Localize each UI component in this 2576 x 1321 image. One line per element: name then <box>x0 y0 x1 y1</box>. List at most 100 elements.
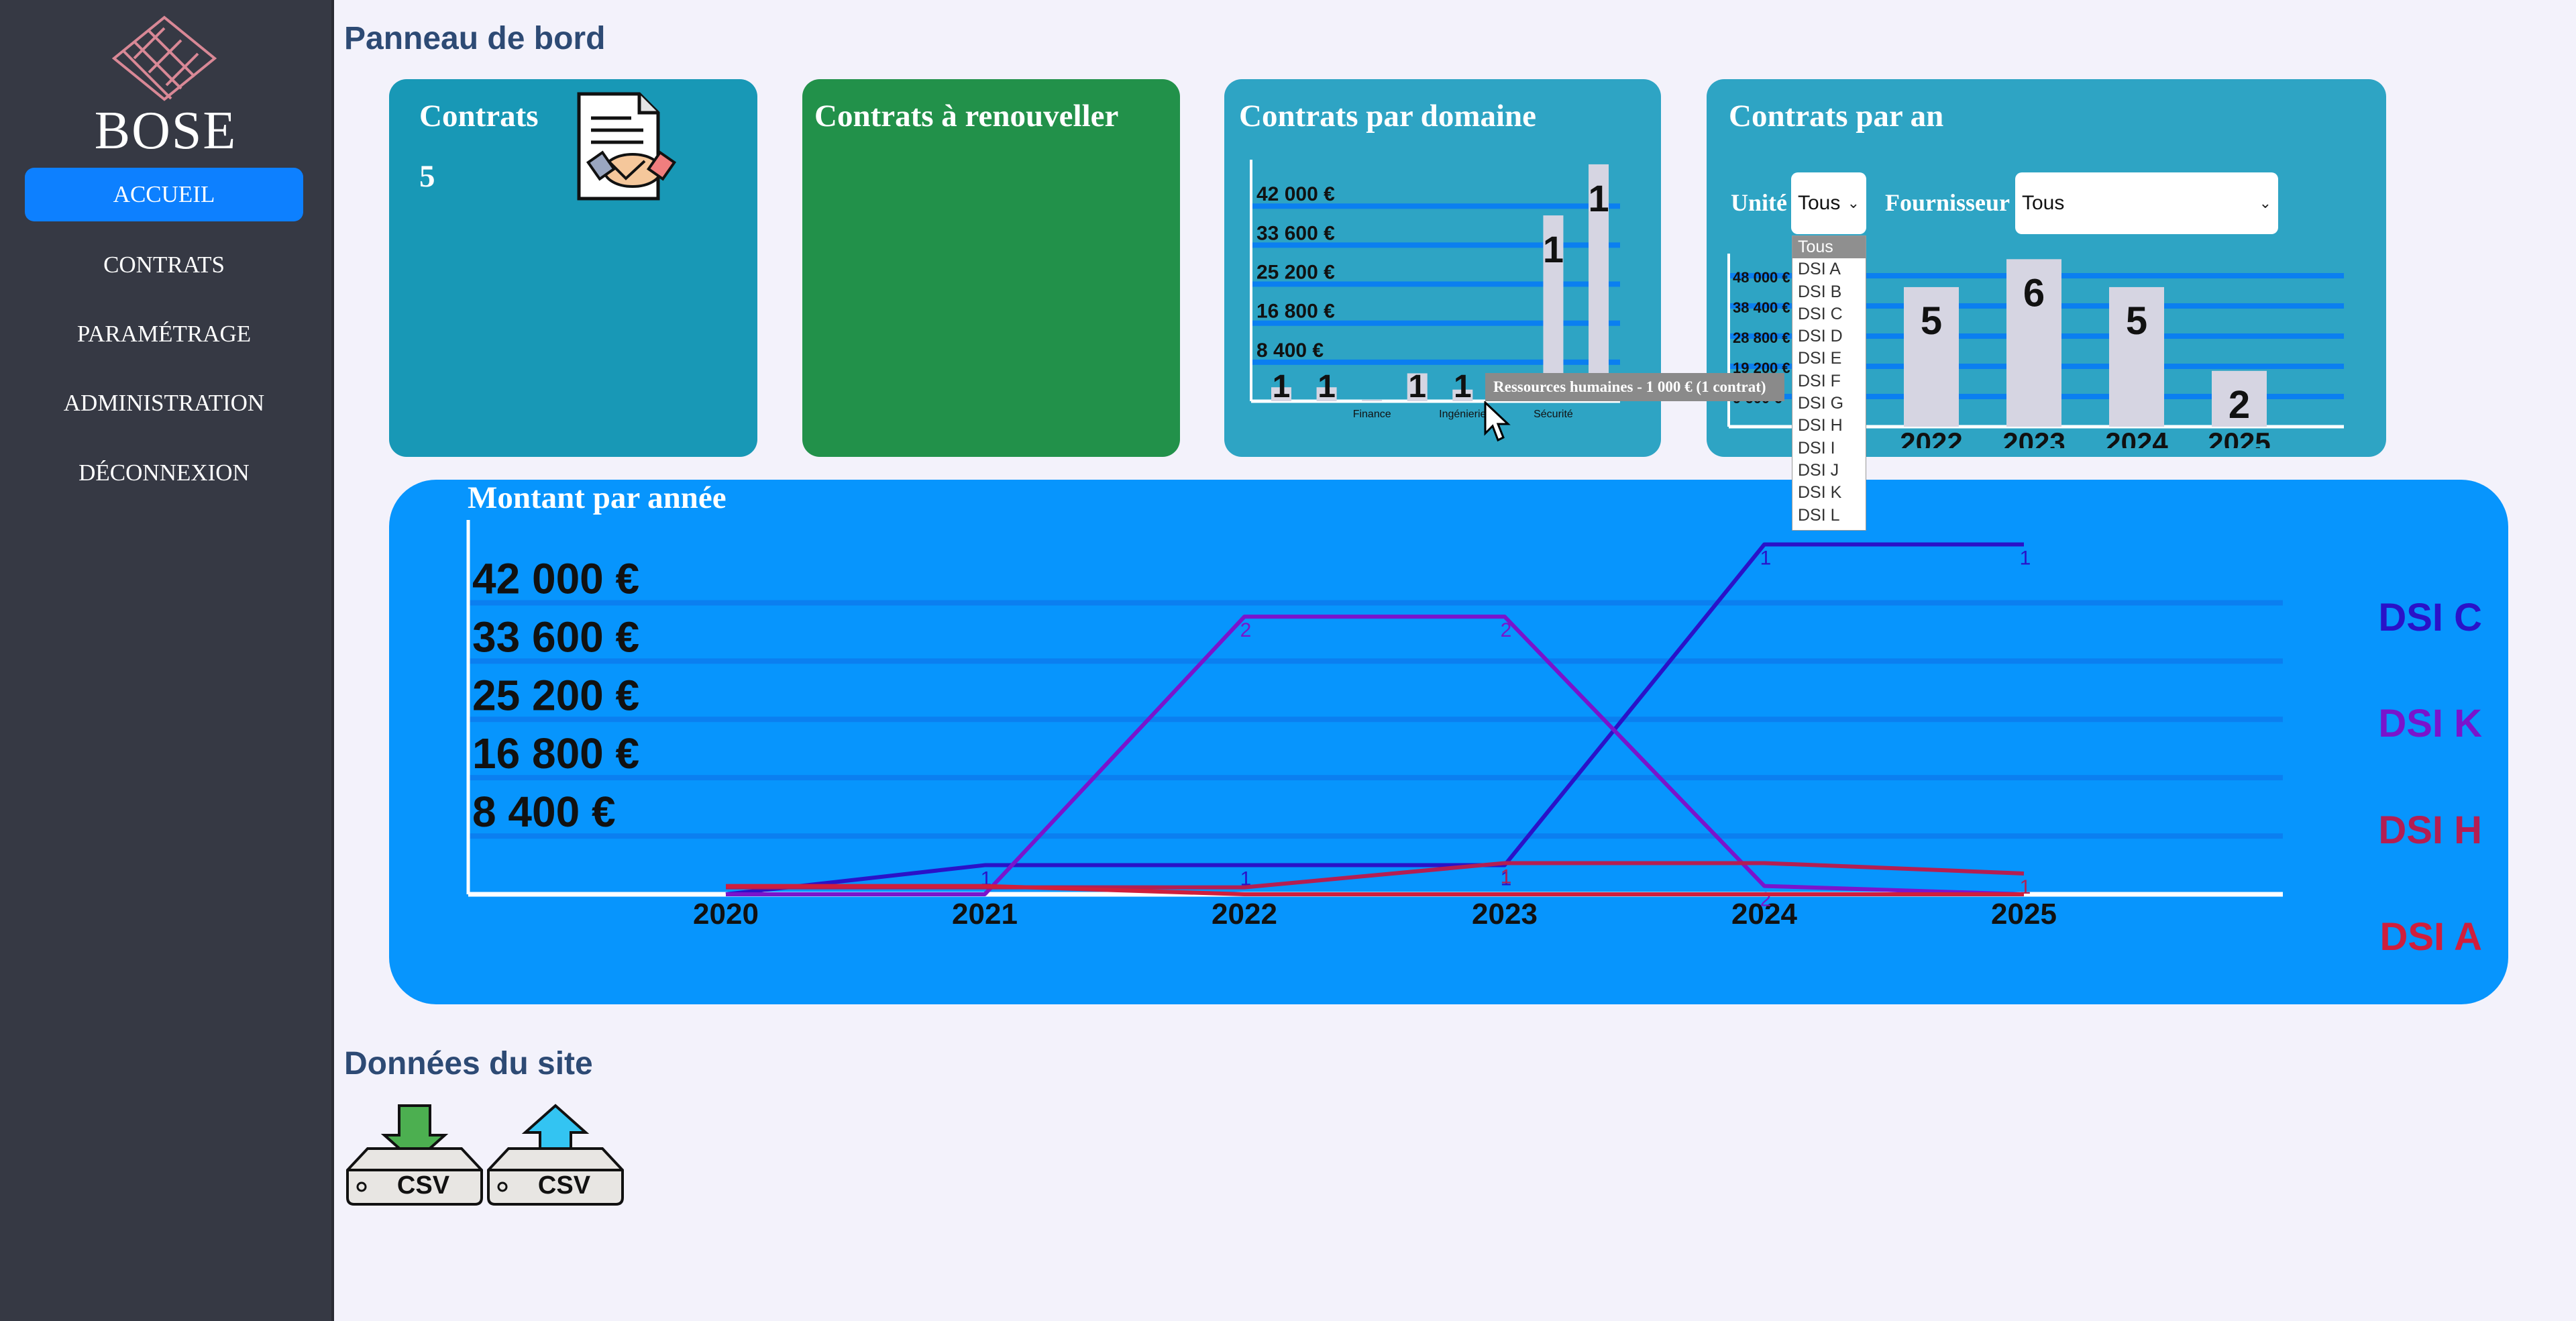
y-tick-label: 16 800 € <box>472 729 639 778</box>
x-tick-label: 2025 <box>2208 427 2270 448</box>
bar <box>2006 259 2061 427</box>
an-bar-chart: 9 600 €19 200 €28 800 €38 400 €48 000 €5… <box>1727 254 2344 448</box>
sidebar: BOSE ACCUEIL CONTRATS PARAMÉTRAGE ADMINI… <box>0 0 334 1321</box>
x-tick-label: 2021 <box>952 898 1018 931</box>
y-tick-label: 38 400 € <box>1733 299 1790 316</box>
csv-upload-label: CSV <box>537 1171 591 1200</box>
nav-deconnexion[interactable]: DÉCONNEXION <box>78 460 250 486</box>
domaine-card-title: Contrats par domaine <box>1239 99 1537 134</box>
fournisseur-select[interactable]: Tous ⌄ <box>2015 172 2278 234</box>
contrats-count: 5 <box>419 159 435 194</box>
y-tick-label: 33 600 € <box>472 613 639 661</box>
unite-option[interactable]: DSI L <box>1798 505 1840 525</box>
series-line <box>725 542 2024 896</box>
montant-card: Montant par année 8 400 €16 800 €25 200 … <box>389 480 2508 1004</box>
unite-option[interactable]: DSI G <box>1798 394 1844 413</box>
legend-entry: DSI A <box>2379 915 2482 959</box>
page-title: Panneau de bord <box>344 21 606 56</box>
nav-administration[interactable]: ADMINISTRATION <box>63 390 265 416</box>
bar <box>1316 387 1337 401</box>
x-tick-label: Finance <box>1353 409 1391 420</box>
x-tick-label: Sécurité <box>1534 409 1573 420</box>
data-label: 5 <box>2126 299 2147 343</box>
y-tick-label: 33 600 € <box>1256 222 1335 244</box>
chart-tooltip: Ressources humaines - 1 000 € (1 contrat… <box>1485 373 1784 401</box>
bar <box>1407 373 1428 401</box>
legend-entry: DSI C <box>2378 596 2482 639</box>
nav-accueil[interactable]: ACCUEIL <box>25 168 303 221</box>
fournisseur-label: Fournisseur <box>1885 189 2010 216</box>
y-tick-label: 42 000 € <box>1256 183 1335 205</box>
y-tick-label: 25 200 € <box>1256 262 1335 284</box>
point-label: 2 <box>1501 619 1512 641</box>
contrats-card[interactable]: Contrats 5 <box>389 79 757 457</box>
montant-card-title: Montant par année <box>468 480 727 515</box>
unite-option[interactable]: DSI E <box>1798 349 1842 368</box>
data-label: 1 <box>1543 228 1564 270</box>
bar <box>1904 286 1959 427</box>
point-label: 1 <box>1760 547 1772 570</box>
legend-entry: DSI H <box>2378 808 2482 852</box>
mouse-cursor-icon <box>1484 401 1511 442</box>
data-label: 2 <box>2229 383 2250 427</box>
data-label: 6 <box>2023 271 2045 315</box>
bar <box>1271 387 1291 401</box>
unite-select-value: Tous <box>1798 192 1841 214</box>
series-line <box>726 884 2024 896</box>
x-tick-label: 2020 <box>693 898 759 931</box>
site-data-title: Données du site <box>344 1046 593 1081</box>
y-tick-label: 42 000 € <box>472 554 639 602</box>
csv-download-button[interactable]: CSV <box>344 1100 485 1208</box>
x-tick-label: Ingénierie <box>1439 409 1486 420</box>
domaine-bar-chart: 8 400 €16 800 €25 200 €33 600 €42 000 €1… <box>1250 160 1620 420</box>
unite-option[interactable]: Tous <box>1792 236 1866 259</box>
x-tick-label: 2022 <box>1212 898 1277 931</box>
bar <box>1589 164 1609 401</box>
nav-parametrage[interactable]: PARAMÉTRAGE <box>76 321 252 347</box>
unite-option[interactable]: DSI A <box>1798 260 1841 279</box>
point-label: 1 <box>1240 868 1252 890</box>
unite-option[interactable]: DSI D <box>1798 327 1843 346</box>
bar <box>2212 370 2267 427</box>
nav-contrats[interactable]: CONTRATS <box>103 252 225 278</box>
unite-option[interactable]: DSI H <box>1798 416 1843 435</box>
x-tick-label: 2023 <box>2002 427 2065 448</box>
legend-entry: DSI K <box>2378 702 2482 745</box>
data-label: 1 <box>1318 369 1336 405</box>
point-label: 2 <box>1760 889 1772 911</box>
x-tick-label: 2025 <box>1991 898 2057 931</box>
unite-option[interactable]: DSI J <box>1798 460 1839 480</box>
y-tick-label: 25 200 € <box>472 671 639 719</box>
y-tick-label: 16 800 € <box>1256 301 1335 323</box>
chevron-down-icon: ⌄ <box>2259 195 2271 211</box>
point-label: 1 <box>2020 547 2031 570</box>
renouveler-card[interactable]: Contrats à renouveller <box>802 79 1180 457</box>
chevron-down-icon: ⌄ <box>1847 195 1860 211</box>
bar <box>1543 215 1564 401</box>
bar <box>2109 286 2164 427</box>
unite-option[interactable]: DSI B <box>1798 282 1842 301</box>
unite-option[interactable]: DSI C <box>1798 304 1843 323</box>
renouveler-card-title: Contrats à renouveller <box>814 99 1119 134</box>
unite-option[interactable]: DSI I <box>1798 438 1835 458</box>
data-label: 1 <box>1273 369 1291 405</box>
x-tick-label: 2023 <box>1472 898 1538 931</box>
unite-option[interactable]: DSI F <box>1798 371 1841 390</box>
x-tick-label: 2022 <box>1900 427 1962 448</box>
an-card-title: Contrats par an <box>1729 99 1944 134</box>
x-tick-label: 2024 <box>1731 898 1797 931</box>
data-label: 1 <box>1408 369 1426 405</box>
bar <box>1452 389 1473 401</box>
unite-dropdown-list[interactable]: Tous DSI A DSI B DSI C DSI D DSI E DSI F… <box>1792 235 1866 531</box>
csv-upload-button[interactable]: CSV <box>485 1100 626 1208</box>
logo-text: BOSE <box>94 101 237 160</box>
data-label: 1 <box>1588 177 1609 219</box>
unite-select[interactable]: Tous ⌄ <box>1791 172 1866 234</box>
point-label: 1 <box>1501 865 1512 888</box>
bose-logo-icon <box>111 15 217 101</box>
unite-option[interactable]: DSI K <box>1798 483 1842 503</box>
y-tick-label: 48 000 € <box>1733 269 1790 286</box>
series-line <box>726 615 2025 896</box>
data-label: 5 <box>1921 299 1942 343</box>
bar <box>1362 399 1383 401</box>
